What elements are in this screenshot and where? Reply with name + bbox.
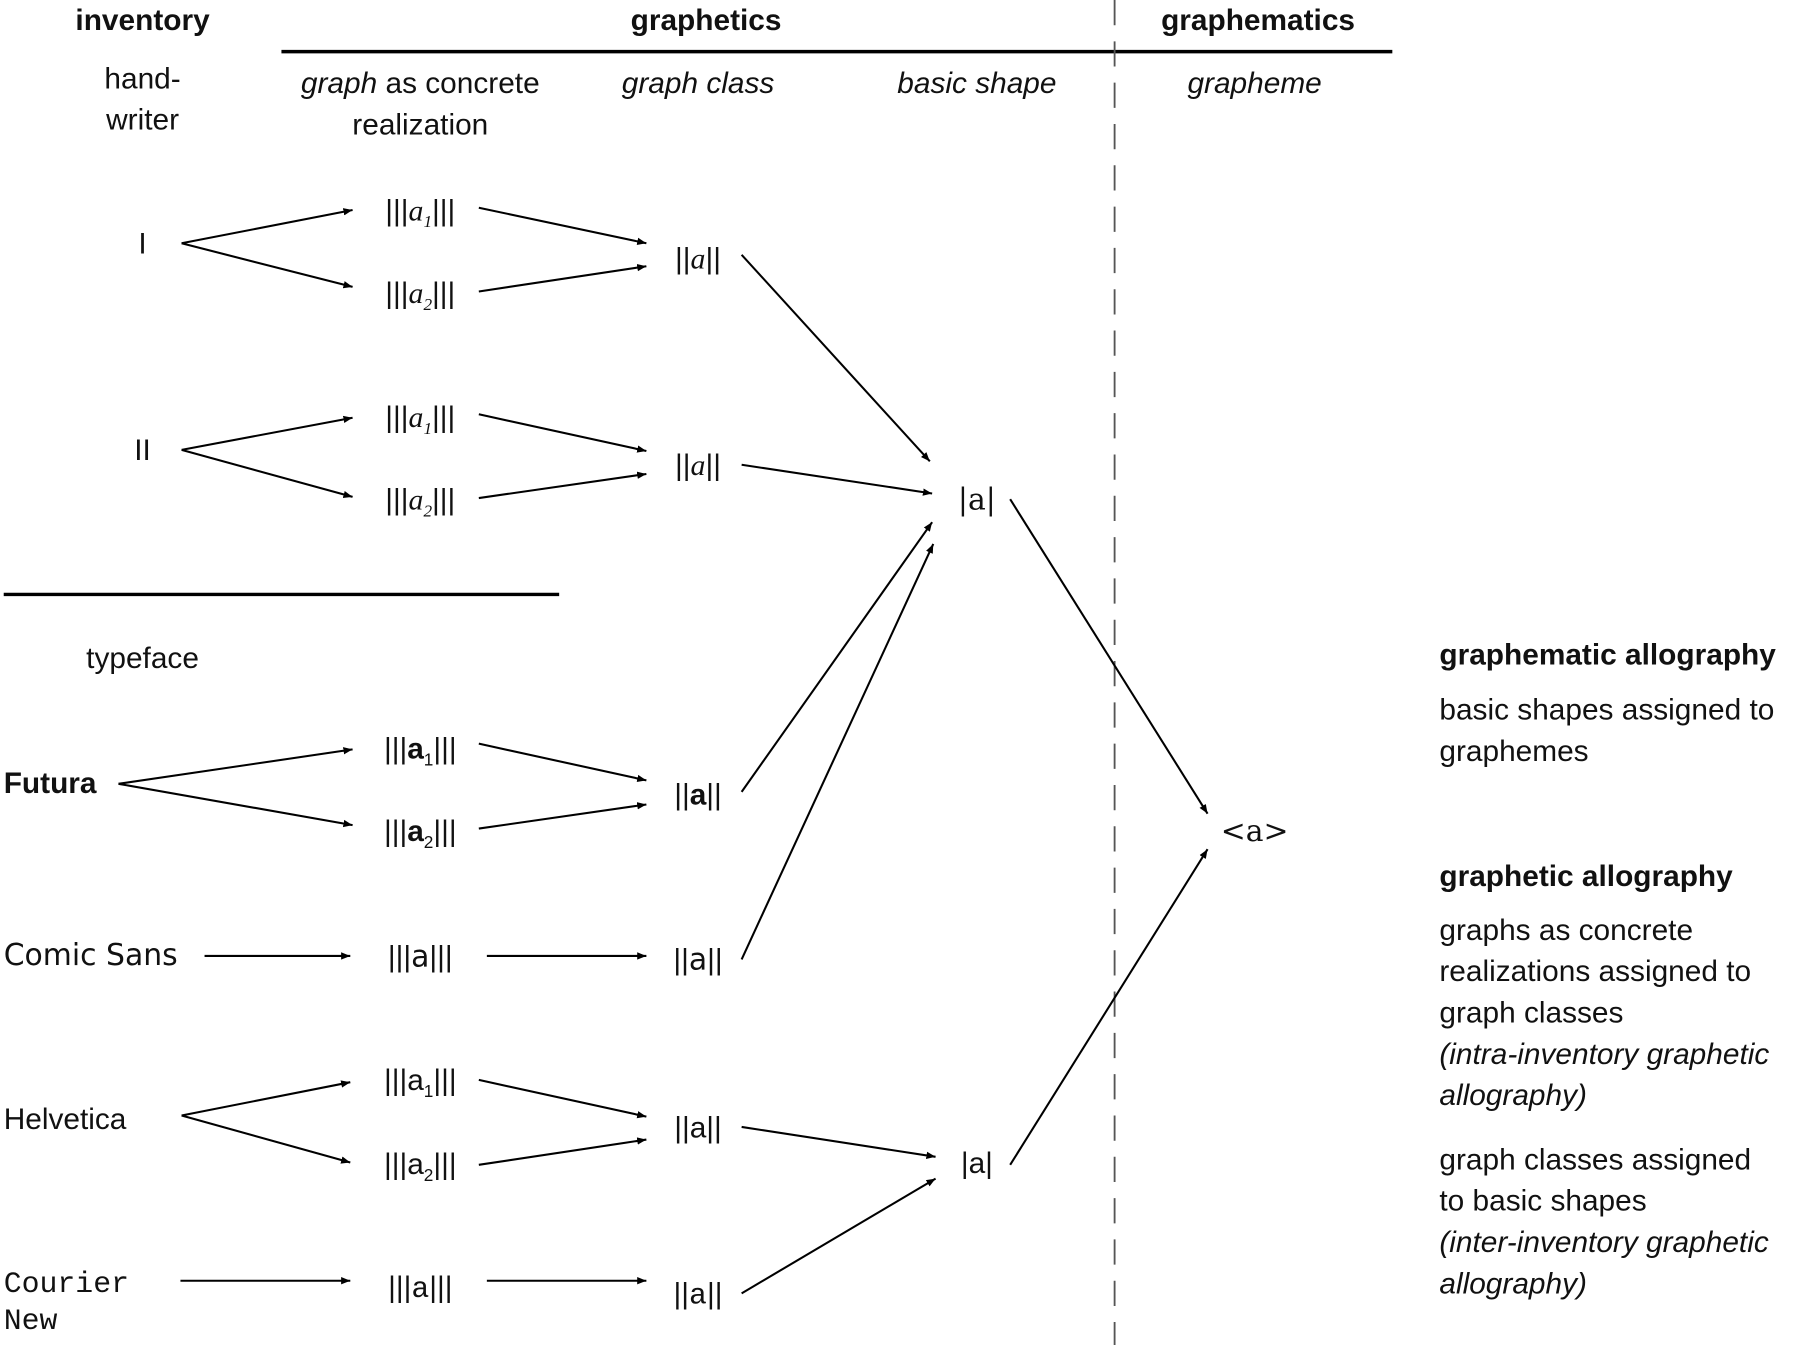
legend-text: realizations assigned to xyxy=(1439,955,1751,988)
arrow xyxy=(741,1125,936,1160)
arrow xyxy=(740,521,933,793)
arrow xyxy=(478,471,647,500)
arrow xyxy=(181,208,353,245)
grapheme-a: <a> xyxy=(1221,814,1289,849)
arrow xyxy=(740,254,931,463)
subheader-grapheme: grapheme xyxy=(1187,67,1321,100)
legend: graphematic allography basic shapes assi… xyxy=(1439,638,1776,1300)
graph-class-comic: ||a|| xyxy=(673,943,722,978)
subheader-typeface: typeface xyxy=(86,642,199,675)
inventory-helvetica: Helvetica xyxy=(4,1103,127,1136)
arrow xyxy=(118,747,353,785)
arrow xyxy=(181,415,353,451)
arrow xyxy=(478,1137,647,1166)
graph-class-hw2: ||a|| xyxy=(675,449,721,482)
legend-text: allography) xyxy=(1439,1079,1587,1112)
graph-class-futura: ||a|| xyxy=(674,778,722,811)
legend-graphetic-title: graphetic allography xyxy=(1439,860,1733,893)
graph-helvetica-a1: |||a1||| xyxy=(384,1064,457,1101)
subheader-handwriter-2: writer xyxy=(105,104,179,137)
inventory-handwriter-2: II xyxy=(134,434,151,467)
graph-class-hw1: ||a|| xyxy=(675,243,721,276)
graph-futura-a1: |||a1||| xyxy=(384,733,457,770)
arrow xyxy=(478,206,647,245)
legend-text: allography) xyxy=(1439,1267,1587,1300)
graph-hw1-a1: |||a1||| xyxy=(385,194,455,231)
legend-text: graphemes xyxy=(1439,735,1588,768)
graph-comic: |||a||| xyxy=(388,939,453,974)
header-graphetics: graphetics xyxy=(631,4,782,37)
header-inventory: inventory xyxy=(75,4,210,37)
graph-hw2-a2: |||a2||| xyxy=(385,484,455,521)
basic-shape-1: |a| xyxy=(958,483,996,518)
subheader-graph-2: realization xyxy=(352,108,488,141)
arrow xyxy=(181,1080,351,1117)
arrow xyxy=(478,1078,647,1119)
graph-hw1-a2: |||a2||| xyxy=(385,277,455,314)
arrow xyxy=(741,1177,937,1295)
subheader-handwriter-1: hand- xyxy=(104,62,180,95)
legend-text: to basic shapes xyxy=(1439,1185,1646,1218)
arrow xyxy=(478,413,647,453)
arrow xyxy=(478,263,647,293)
legend-text: basic shapes assigned to xyxy=(1439,694,1774,727)
arrow xyxy=(118,782,353,828)
legend-text: graph classes xyxy=(1439,997,1623,1030)
basic-shape-2: |a| xyxy=(961,1147,993,1180)
inventory-comic-sans: Comic Sans xyxy=(4,938,178,973)
arrow xyxy=(181,242,353,289)
subheader-basic-shape: basic shape xyxy=(897,67,1056,100)
graph-class-helvetica: ||a|| xyxy=(674,1111,722,1144)
arrow xyxy=(740,543,935,960)
legend-text: (inter-inventory graphetic xyxy=(1439,1226,1768,1259)
graph-hw2-a1: |||a1||| xyxy=(385,401,455,438)
legend-text: graph classes assigned xyxy=(1439,1143,1751,1176)
arrow xyxy=(181,448,353,499)
arrow xyxy=(181,1114,351,1164)
inventory-handwriter-1: I xyxy=(138,228,146,261)
arrow xyxy=(741,463,933,496)
arrow xyxy=(1009,498,1209,815)
arrow xyxy=(478,802,647,830)
inventory-courier-new-2: New xyxy=(4,1304,58,1338)
arrow xyxy=(1009,848,1209,1166)
graph-courier: |||a||| xyxy=(388,1271,452,1306)
inventory-courier-new-1: Courier xyxy=(4,1267,129,1301)
subheader-graph-class: graph class xyxy=(622,67,775,100)
legend-text: (intra-inventory graphetic xyxy=(1439,1038,1769,1071)
graph-helvetica-a2: |||a2||| xyxy=(384,1148,457,1185)
graph-futura-a2: |||a2||| xyxy=(384,815,457,852)
legend-graphematic-title: graphematic allography xyxy=(1439,638,1776,671)
graph-class-courier: ||a|| xyxy=(674,1278,723,1313)
header-graphematics: graphematics xyxy=(1161,4,1355,37)
legend-text: graphs as concrete xyxy=(1439,914,1693,947)
subheader-graph: graph as concrete xyxy=(301,67,540,100)
inventory-futura: Futura xyxy=(4,767,97,800)
arrow xyxy=(478,742,647,782)
